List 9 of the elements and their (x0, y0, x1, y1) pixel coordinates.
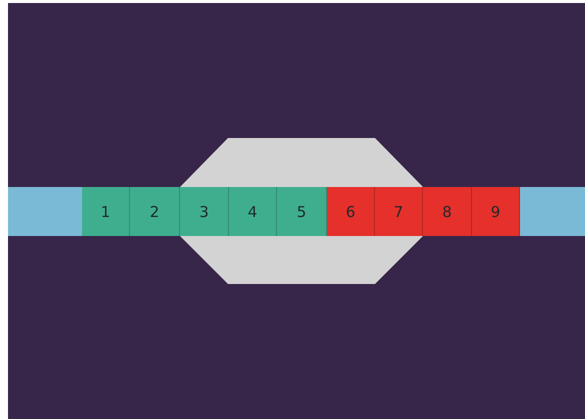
numbered-segment: 1 (82, 187, 130, 236)
numbered-segment: 9 (472, 187, 520, 236)
numbered-segment: 2 (130, 187, 180, 236)
numbered-segment: 4 (229, 187, 277, 236)
numbered-segment: 6 (327, 187, 375, 236)
numbered-segment: 7 (375, 187, 423, 236)
numbered-segment: 3 (180, 187, 229, 236)
numbered-segment: 8 (423, 187, 472, 236)
numbered-segment: 5 (277, 187, 327, 236)
